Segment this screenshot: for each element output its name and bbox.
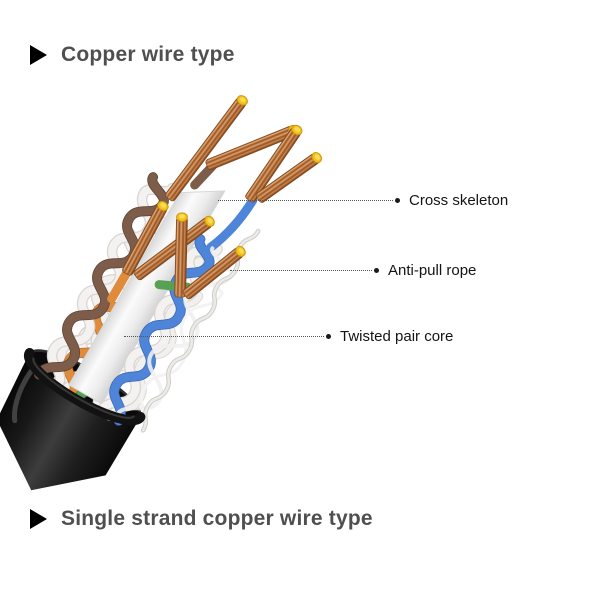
heading-label: Single strand copper wire type (61, 507, 373, 530)
callout-anti-pull-rope: Anti-pull rope (230, 260, 476, 280)
leader-line (230, 269, 372, 271)
leader-dot (395, 197, 400, 203)
anti-pull-rope (113, 228, 261, 434)
leader-dot (326, 333, 331, 339)
copper-wires (122, 95, 322, 300)
section-heading-single-strand-copper-wire-type: Single strand copper wire type (30, 507, 373, 531)
triangle-bullet-icon (30, 45, 47, 65)
jacket-rim (23, 348, 146, 426)
leader-line (124, 335, 324, 337)
callout-label: Anti-pull rope (388, 261, 477, 279)
callout-cross-skeleton: Cross skeleton (218, 190, 508, 210)
leader-line (218, 199, 393, 201)
heading-label: Copper wire type (61, 43, 235, 66)
callout-label: Twisted pair core (340, 327, 454, 345)
triangle-bullet-icon (30, 509, 47, 529)
leader-dot (374, 267, 379, 273)
callout-twisted-pair-core: Twisted pair core (124, 326, 453, 346)
callout-label: Cross skeleton (409, 191, 509, 209)
section-heading-copper-wire-type: Copper wire type (30, 43, 235, 67)
